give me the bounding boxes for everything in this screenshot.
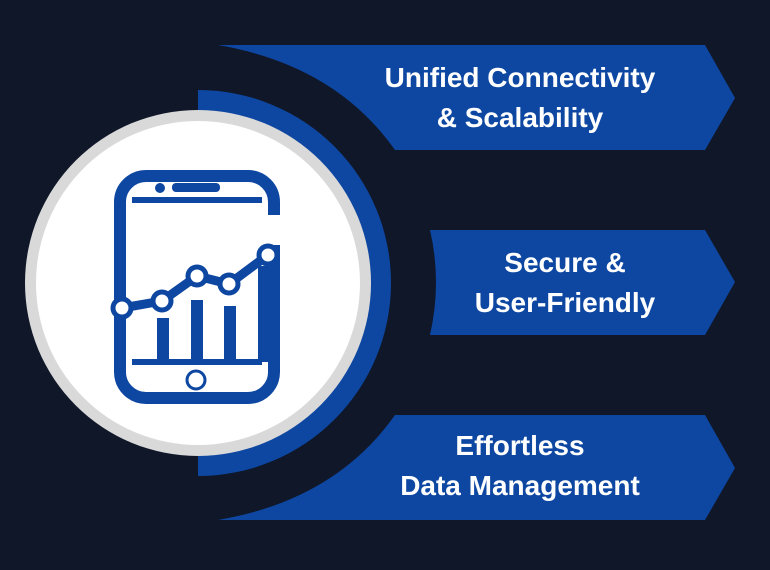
feature-3-line-2: Data Management: [400, 470, 640, 501]
banner-arrow-2: [430, 230, 735, 335]
trend-point-4: [217, 272, 241, 296]
trend-point-3: [185, 264, 209, 288]
phone-camera: [155, 183, 165, 193]
phone-frame: [114, 170, 280, 404]
trend-point-1: [110, 296, 134, 320]
feature-1-line-2: & Scalability: [436, 102, 604, 133]
feature-3-line-1: Effortless: [455, 430, 585, 461]
chart-bar-1: [157, 318, 169, 362]
phone-home-button: [185, 369, 207, 391]
feature-label-1: Unified Connectivity & Scalability: [360, 58, 680, 138]
chart-bar-4: [258, 266, 270, 362]
phone-speaker: [172, 183, 220, 192]
trend-point-5: [256, 243, 280, 267]
feature-label-3: Effortless Data Management: [370, 426, 670, 506]
chart-bar-3: [224, 306, 236, 362]
feature-1-line-1: Unified Connectivity: [384, 62, 656, 93]
trend-point-2: [150, 289, 174, 313]
banner-arrow-1: [218, 45, 735, 150]
chart-bar-2: [191, 300, 203, 362]
feature-label-2: Secure & User-Friendly: [440, 243, 690, 323]
feature-2-line-1: Secure &: [504, 247, 626, 278]
feature-2-line-2: User-Friendly: [474, 287, 656, 318]
mobile-analytics-icon: [110, 170, 282, 404]
banner-arrow-3: [218, 415, 735, 520]
